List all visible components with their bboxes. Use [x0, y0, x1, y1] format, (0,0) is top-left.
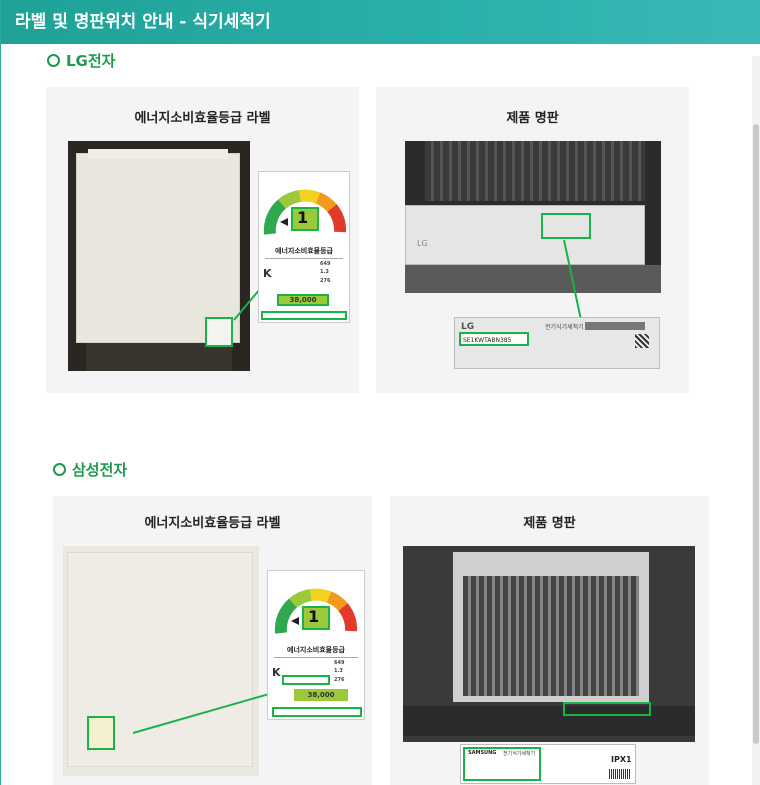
section-heading-text: LG전자 — [66, 52, 116, 70]
label-heading: 에너지소비효율등급 — [287, 646, 345, 654]
kwh-value: 649 — [334, 660, 345, 666]
label-heading: 에너지소비효율등급 — [275, 247, 333, 255]
brand-text: LG — [461, 322, 475, 332]
label-footer-highlight — [261, 311, 347, 320]
kwh-value: 649 — [320, 261, 331, 267]
vertical-scrollbar[interactable] — [752, 56, 760, 785]
model-highlight — [282, 675, 330, 685]
energy-label-image: 1 에너지소비효율등급 K 649 1.3 276 38,000 — [258, 171, 350, 323]
samsung-dishwasher-photo — [63, 546, 259, 776]
model-highlight: SAMSUNG 전기식기세척기 — [463, 747, 541, 781]
lg-nameplate-image: LG 전기식기세척기 SE1KWTABN385 — [454, 317, 660, 369]
annual-cost-value: 38,000 — [294, 689, 348, 701]
kc-mark-icon: K — [272, 666, 281, 679]
ratio-value: 1.3 — [334, 668, 343, 674]
label-footer-highlight — [272, 707, 362, 717]
nameplate-location-highlight — [563, 702, 651, 716]
scrollbar-thumb[interactable] — [753, 124, 759, 744]
nameplate-title: 전기식기세척기 — [545, 324, 584, 331]
circle-bullet-icon — [47, 54, 60, 67]
efficiency-gauge-icon — [274, 588, 358, 634]
brand-text: SAMSUNG — [468, 750, 497, 756]
lg-dishwasher-photo — [68, 141, 250, 371]
model-number: SE1KWTABN385 — [463, 337, 512, 344]
card-title: 에너지소비효율등급 라벨 — [134, 111, 271, 126]
lg-open-dishwasher-photo: LG — [405, 141, 661, 293]
samsung-energy-label-card: 에너지소비효율등급 라벨 1 에너지소비효율등급 — [53, 496, 372, 785]
barcode-icon — [609, 769, 631, 779]
label-location-highlight — [87, 716, 115, 750]
efficiency-gauge-icon — [263, 189, 347, 235]
energy-label-image: 1 에너지소비효율등급 K 649 1.3 276 38,000 — [267, 570, 365, 720]
content-area: LG전자 에너지소비효율등급 라벨 — [1, 44, 753, 785]
annual-cost-value: 38,000 — [277, 294, 329, 306]
label-location-highlight — [205, 317, 233, 347]
card-title: 제품 명판 — [506, 111, 559, 126]
window-title: 라벨 및 명판위치 안내 - 식기세척기 — [1, 0, 760, 44]
lg-nameplate-card: 제품 명판 LG LG 전기식기세척기 SE1KWTABN385 — [376, 87, 689, 393]
card-title: 제품 명판 — [523, 516, 576, 531]
grade-value: 1 — [297, 208, 309, 227]
qr-code-icon — [635, 334, 649, 348]
section-heading-text: 삼성전자 — [72, 461, 128, 479]
samsung-nameplate-card: 제품 명판 SAMSUNG 전기식기세척기 IPX1 — [390, 496, 709, 785]
co2-value: 276 — [320, 278, 331, 284]
kc-mark-icon: K — [263, 267, 272, 280]
card-title: 에너지소비효율등급 라벨 — [144, 516, 281, 531]
circle-bullet-icon — [53, 463, 66, 476]
model-highlight: SE1KWTABN385 — [459, 332, 529, 346]
ipx-rating: IPX1 — [611, 755, 632, 764]
section-heading-lg: LG전자 — [47, 50, 115, 71]
co2-value: 276 — [334, 677, 345, 683]
lg-energy-label-card: 에너지소비효율등급 라벨 — [46, 87, 359, 393]
ratio-value: 1.3 — [320, 269, 329, 275]
nameplate-title: 전기식기세척기 — [503, 751, 536, 757]
section-heading-samsung: 삼성전자 — [53, 459, 127, 480]
samsung-nameplate-image: SAMSUNG 전기식기세척기 IPX1 — [460, 744, 636, 784]
samsung-open-dishwasher-photo — [403, 546, 695, 742]
nameplate-location-highlight — [541, 213, 591, 239]
grade-value: 1 — [308, 607, 320, 626]
